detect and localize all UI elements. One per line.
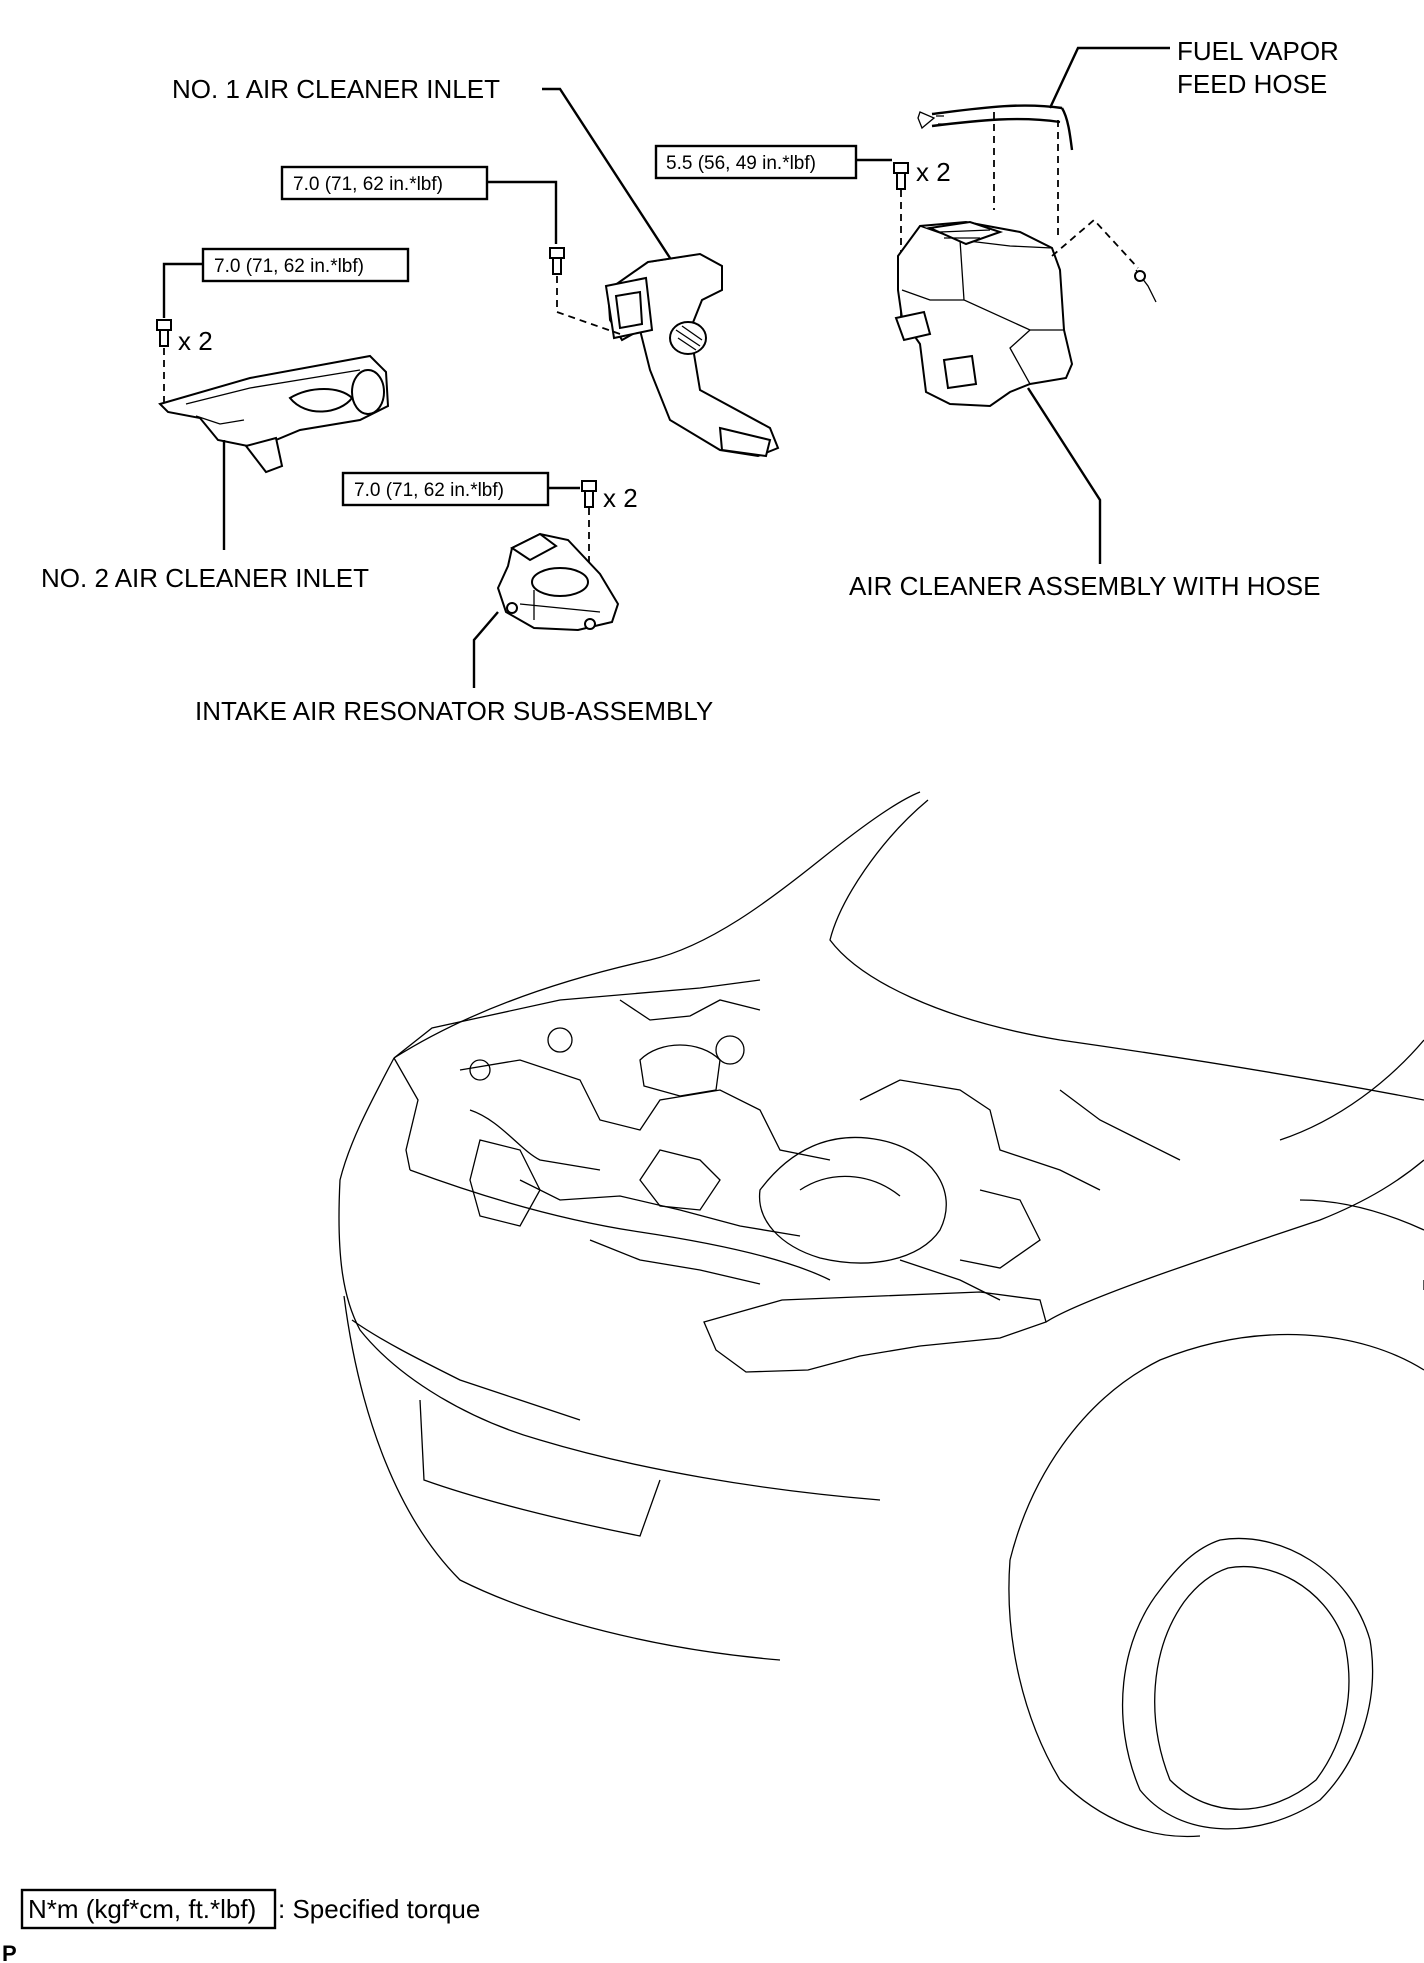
torque-unit-text: N*m (kgf*cm, ft.*lbf) xyxy=(28,1894,256,1924)
no1-air-cleaner-inlet-group: NO. 1 AIR CLEANER INLET 7.0 (71, 62 in.*… xyxy=(172,74,780,458)
no1-inlet-torque-callout: 7.0 (71, 62 in.*lbf) xyxy=(280,165,621,335)
intake-air-resonator-part xyxy=(496,532,620,632)
no1-air-cleaner-inlet-label: NO. 1 AIR CLEANER INLET xyxy=(172,74,500,104)
resonator-leader-line xyxy=(472,611,499,688)
resonator-torque-value: 7.0 (71, 62 in.*lbf) xyxy=(354,480,504,501)
no1-air-cleaner-inlet-part xyxy=(604,252,780,458)
fuel-vapor-hose-leader xyxy=(1048,46,1170,109)
air-cleaner-bolt-quantity: x 2 xyxy=(916,157,951,187)
no2-torque-leader xyxy=(162,262,203,318)
air-cleaner-assembly-group: FUEL VAPOR FEED HOSE 5.5 (56, 49 in.*lbf… xyxy=(654,36,1339,601)
intake-air-resonator-group: 7.0 (71, 62 in.*lbf) x 2 INTAKE AIR RESO… xyxy=(195,471,713,726)
no2-inlet-torque-value: 7.0 (71, 62 in.*lbf) xyxy=(214,256,364,277)
no2-air-cleaner-inlet-group: 7.0 (71, 62 in.*lbf) x 2 NO. 2 AIR CLEAN… xyxy=(41,247,410,593)
fuel-vapor-feed-hose-label-line2: FEED HOSE xyxy=(1177,69,1327,99)
no1-inlet-torque-value: 7.0 (71, 62 in.*lbf) xyxy=(293,174,443,195)
bolt-icon xyxy=(581,480,597,508)
air-cleaner-torque-callout: 5.5 (56, 49 in.*lbf) x 2 xyxy=(654,144,951,322)
air-cleaner-torque-value: 5.5 (56, 49 in.*lbf) xyxy=(666,153,816,174)
no2-air-cleaner-inlet-label: NO. 2 AIR CLEANER INLET xyxy=(41,563,369,593)
resonator-bolt-quantity: x 2 xyxy=(603,483,638,513)
torque-legend: N*m (kgf*cm, ft.*lbf) : Specified torque… xyxy=(2,1888,480,1963)
vehicle-engine-bay-illustration xyxy=(338,791,1424,1838)
fuel-vapor-feed-hose-part xyxy=(917,104,1074,236)
air-cleaner-leader-line xyxy=(1026,387,1102,564)
corner-mark: P xyxy=(2,1941,17,1963)
no2-inlet-bolt-quantity: x 2 xyxy=(178,326,213,356)
engine-components xyxy=(459,999,1181,1301)
specified-torque-description: : Specified torque xyxy=(278,1894,480,1924)
fuel-vapor-feed-hose-label-line1: FUEL VAPOR xyxy=(1177,36,1339,66)
bolt-icon xyxy=(893,162,909,190)
no1-inlet-leader-line xyxy=(542,87,672,259)
bolt-icon xyxy=(156,319,172,347)
air-cleaner-assembly-label: AIR CLEANER ASSEMBLY WITH HOSE xyxy=(849,571,1321,601)
no2-inlet-torque-callout: 7.0 (71, 62 in.*lbf) x 2 xyxy=(156,247,410,404)
torque-unit-box xyxy=(20,1888,277,1930)
no1-torque-leader xyxy=(487,180,558,244)
no2-air-cleaner-inlet-part xyxy=(158,354,390,474)
air-cleaner-assembly-part xyxy=(894,218,1157,408)
bolt-icon xyxy=(549,247,565,275)
intake-air-resonator-label: INTAKE AIR RESONATOR SUB-ASSEMBLY xyxy=(195,696,713,726)
resonator-torque-callout: 7.0 (71, 62 in.*lbf) x 2 xyxy=(341,471,638,618)
